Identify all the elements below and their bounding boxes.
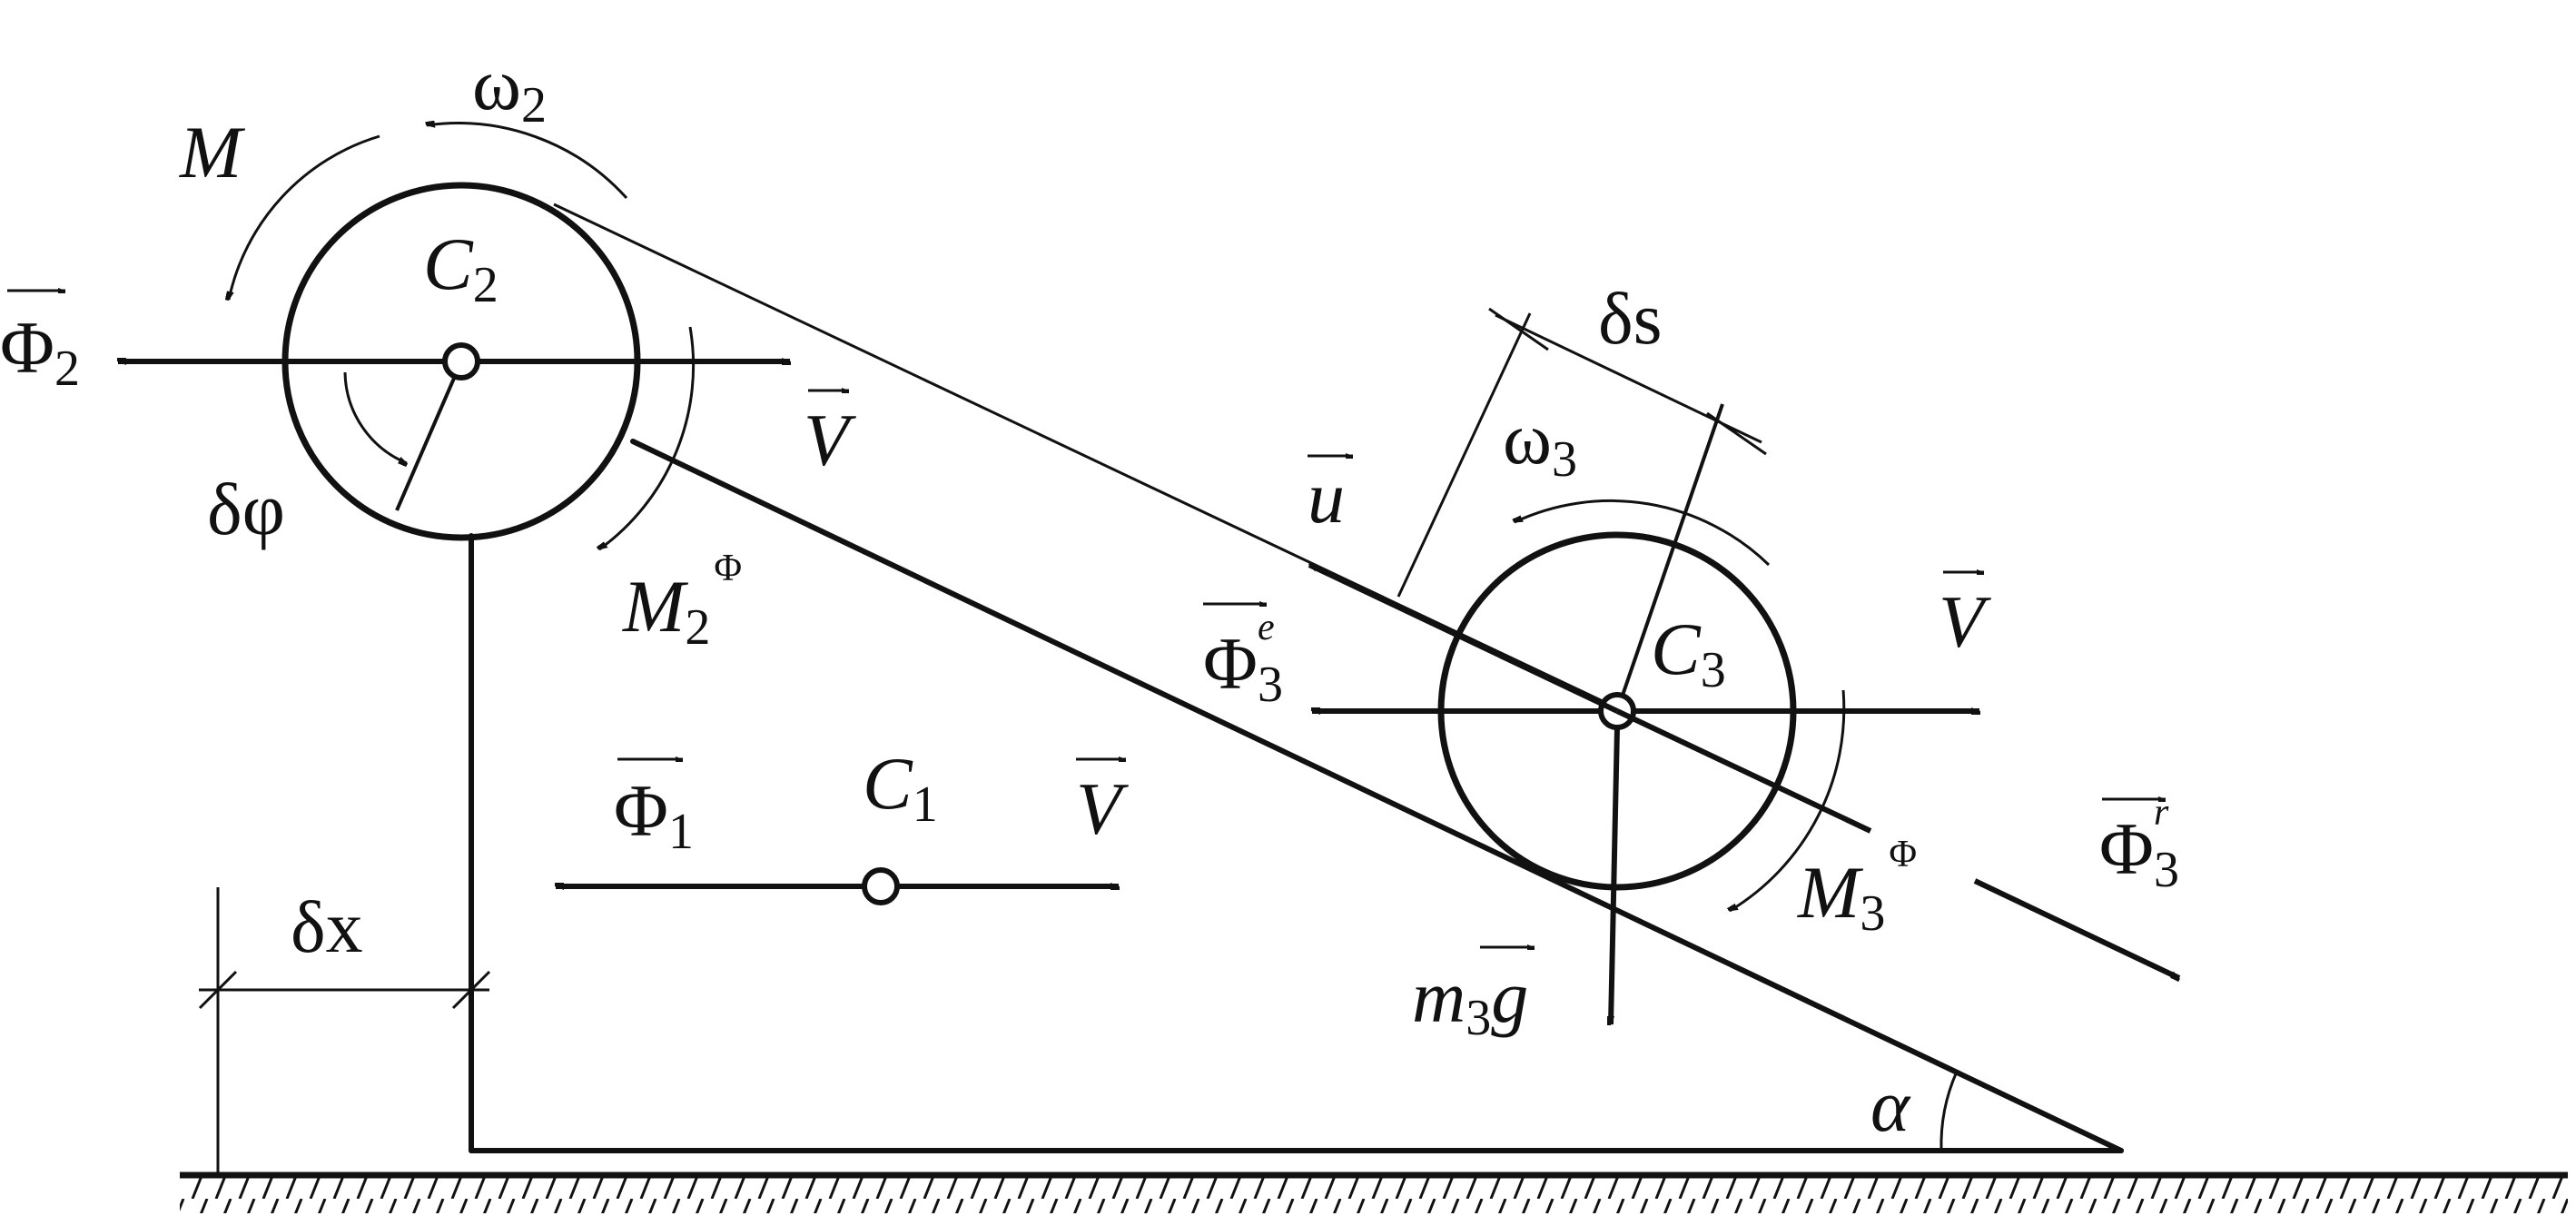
dx-dimension [198, 887, 491, 1175]
dphi-arc [343, 371, 407, 463]
prism-body [469, 439, 2124, 1153]
m3-phi-label: M3Φ [1797, 834, 1917, 942]
v-mid-label: V [1076, 767, 1129, 850]
c1-label: C1 [863, 742, 938, 833]
m-label: M [179, 111, 246, 193]
phi3r-label: Φ3r [2099, 792, 2179, 898]
c1-center [556, 867, 1119, 905]
omega3-arc [1515, 499, 1771, 567]
moment-m-arc [229, 134, 380, 300]
dphi-label: δφ [207, 468, 285, 550]
slope-segment-lower [1615, 708, 1872, 834]
m2-phi-label: M2Φ [622, 548, 742, 656]
c2-label: C2 [423, 222, 498, 313]
ds-label: δs [1598, 277, 1663, 360]
moment-m3-phi-arc [1730, 689, 1846, 911]
phi3e-label: Φ3e [1203, 607, 1283, 713]
m3g-label: m3g [1412, 955, 1528, 1046]
ground [180, 1172, 2568, 1213]
u-label: u [1308, 456, 1345, 539]
dx-label: δx [291, 885, 363, 968]
phi1-label: Φ1 [614, 769, 694, 860]
c3-label: C3 [1651, 608, 1726, 698]
omega3-label: ω3 [1503, 397, 1577, 488]
relative-velocity-u-arrow [1309, 565, 1619, 714]
moment-m2-phi-arc [599, 326, 696, 549]
alpha-label: α [1870, 1064, 1911, 1147]
vector-overbars [7, 291, 2166, 947]
omega2-arc [427, 124, 628, 200]
phi2-label: Φ2 [0, 306, 80, 397]
alpha-arc [1939, 1071, 1959, 1152]
v-top-label: V [804, 399, 856, 481]
force-phi3r-arrow [1973, 878, 2179, 978]
ds-dimension [1397, 307, 1767, 598]
omega2-label: ω2 [472, 43, 547, 133]
v-right-label: V [1939, 580, 1991, 663]
gravity-m3g-arrow [1611, 727, 1620, 1024]
